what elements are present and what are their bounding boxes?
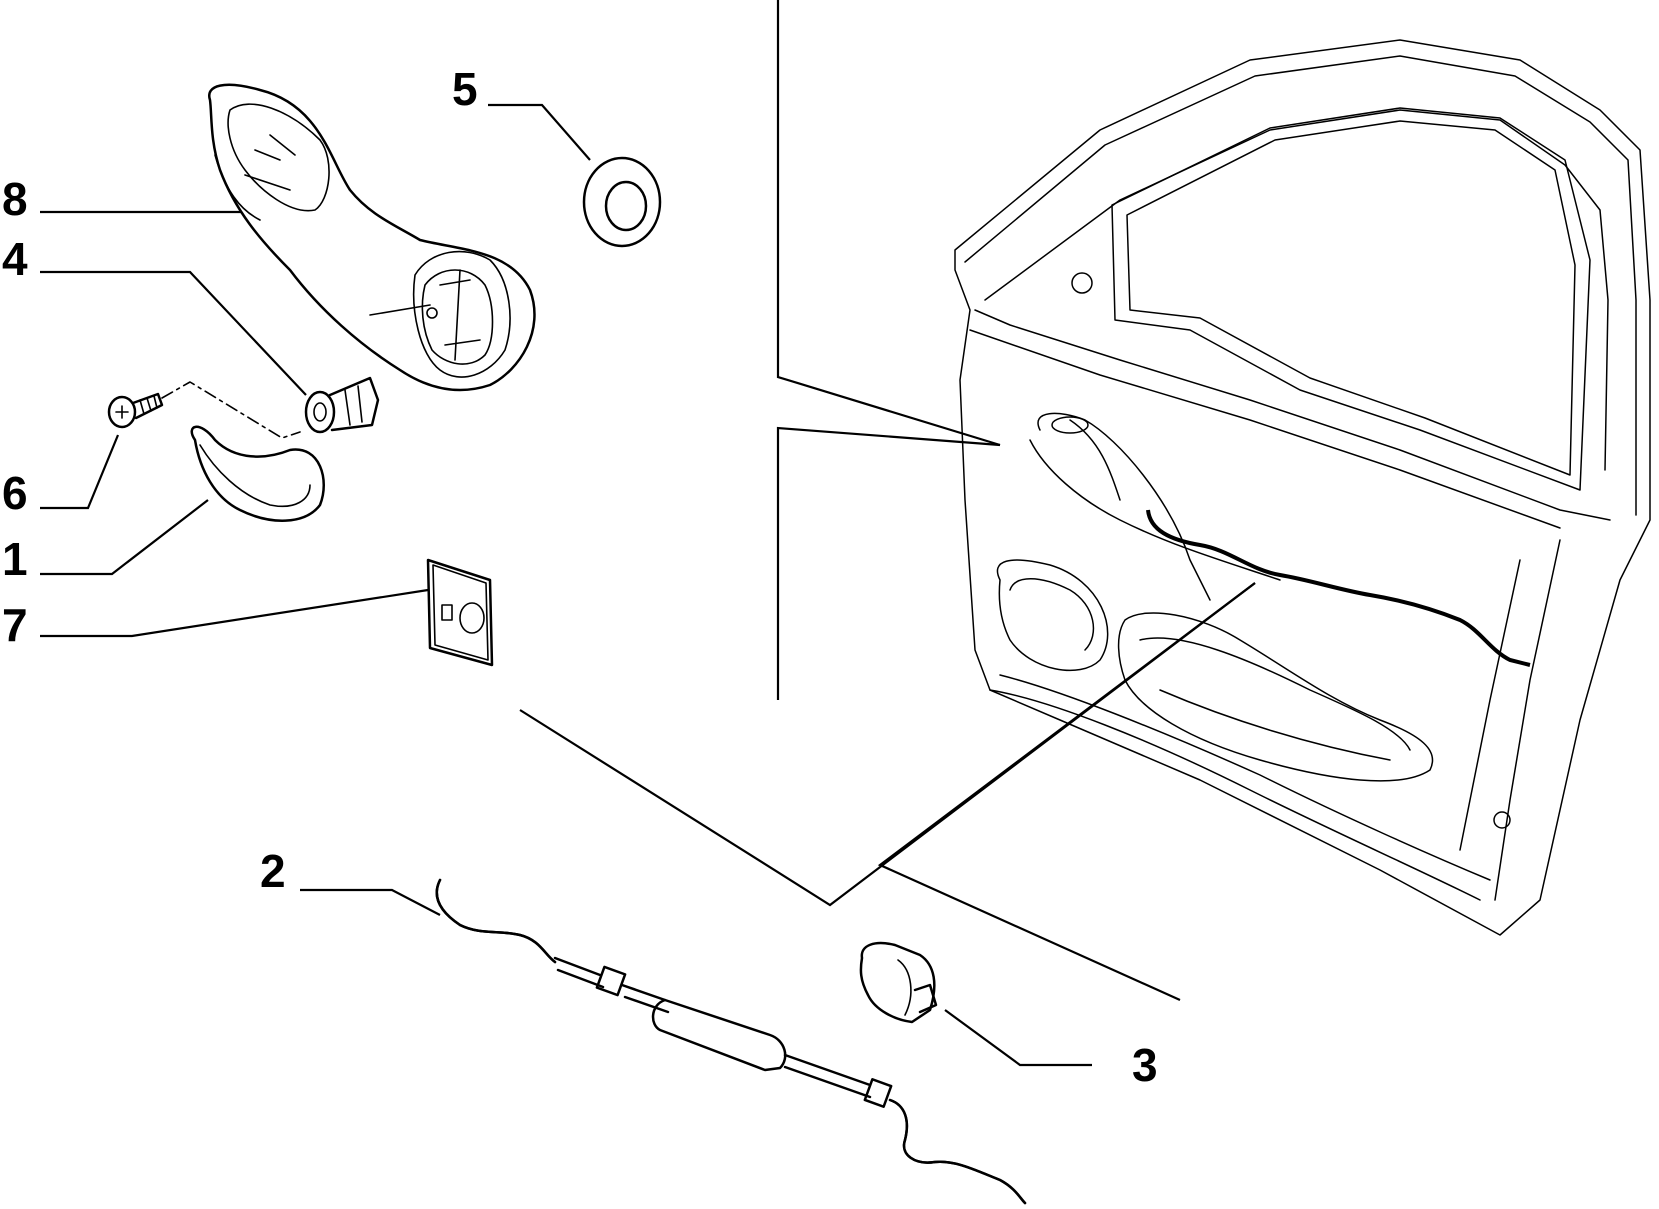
part-7-pad: [426, 558, 494, 667]
part-1-seal: [190, 425, 325, 522]
part-6-screw: [107, 381, 301, 439]
guide-lines: [519, 0, 1256, 1002]
callout-5: 5: [452, 63, 478, 115]
part-8-armrest: [208, 83, 536, 392]
part-5-ring: [582, 156, 662, 248]
callout-3: 3: [1132, 1039, 1158, 1091]
part-2-harness: [435, 878, 1027, 1205]
callout-8: 8: [2, 173, 28, 225]
part-3-connector: [859, 941, 938, 1024]
callout-4: 4: [2, 233, 28, 285]
callout-1: 1: [2, 533, 28, 585]
callout-leaders: [40, 103, 1092, 1067]
callout-6: 6: [2, 467, 28, 519]
callout-7: 7: [2, 599, 28, 651]
part-4-clip: [304, 376, 380, 434]
door-panel: [954, 39, 1651, 936]
callout-2: 2: [260, 845, 286, 897]
